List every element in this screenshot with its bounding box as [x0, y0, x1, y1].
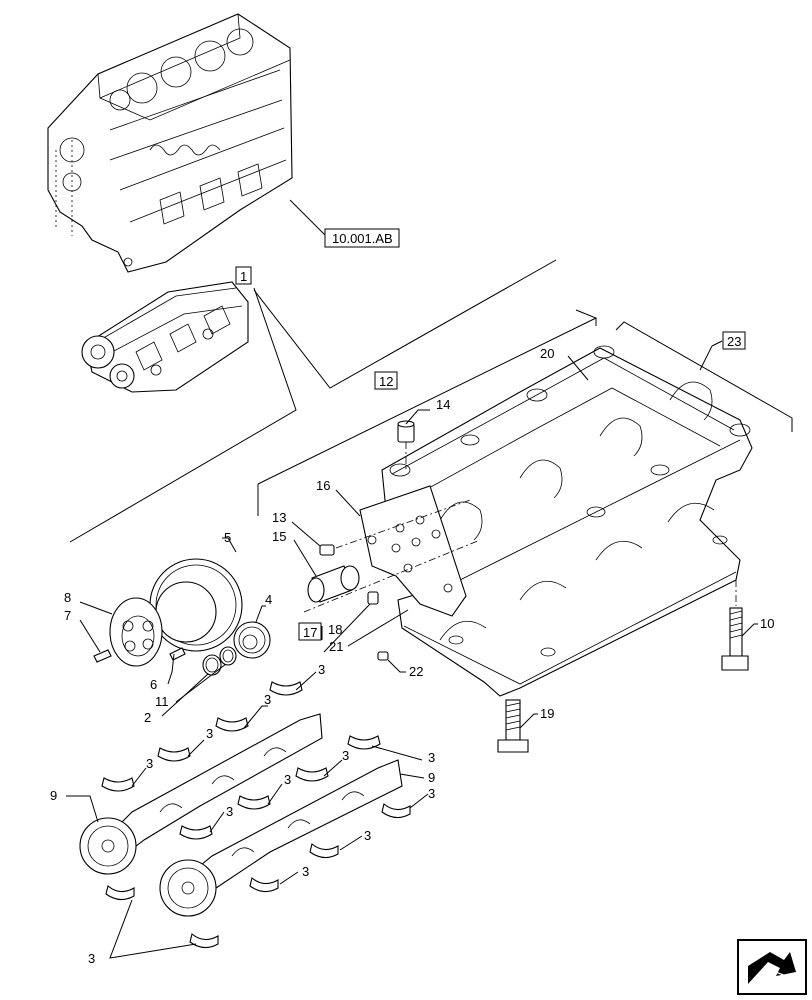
part-label-14: 14: [436, 397, 450, 412]
screw-7-illustration: [93, 649, 112, 663]
part-label-3-l: 3: [88, 951, 95, 966]
assembly-box-12: [374, 371, 398, 390]
part-label-3-k: 3: [302, 864, 309, 879]
part-label-3-b: 3: [264, 692, 271, 707]
part-label-19: 19: [540, 706, 554, 721]
part-label-8: 8: [64, 590, 71, 605]
assembly-label-1: 1: [240, 269, 247, 284]
part-label-3-i: 3: [428, 786, 435, 801]
part-label-3-e: 3: [428, 750, 435, 765]
part-label-9-b: 9: [428, 770, 435, 785]
dowel-pin-14-illustration: [397, 420, 415, 443]
part-label-3-c: 3: [206, 726, 213, 741]
camshaft-upper-illustration: [79, 713, 323, 875]
gasket-plate-illustration: [359, 485, 467, 617]
assembly-box-17: [298, 622, 322, 641]
part-label-7: 7: [64, 608, 71, 623]
part-label-3-g: 3: [284, 772, 291, 787]
part-label-9-a: 9: [50, 788, 57, 803]
next-page-arrow-icon[interactable]: [737, 939, 807, 995]
o-ring-2-illustration: [202, 654, 222, 676]
part-label-3-f: 3: [342, 748, 349, 763]
part-label-21: 21: [329, 639, 343, 654]
pin-18-illustration: [367, 591, 379, 605]
o-ring-11-illustration: [219, 646, 237, 666]
bushing-15-illustration: [307, 565, 360, 603]
part-label-13: 13: [272, 510, 286, 525]
part-label-3-j: 3: [364, 828, 371, 843]
part-label-5: 5: [224, 530, 231, 545]
part-label-3-d: 3: [146, 756, 153, 771]
sleeve-13-illustration: [319, 544, 335, 556]
assembly-label-12: 12: [379, 374, 393, 389]
part-label-16: 16: [316, 478, 330, 493]
part-label-3-h: 3: [226, 804, 233, 819]
bolt-10-illustration: [721, 607, 749, 671]
dowel-22-illustration: [377, 651, 389, 661]
part-label-11: 11: [155, 694, 169, 709]
hub-8-illustration: [109, 597, 163, 667]
part-label-20: 20: [540, 346, 554, 361]
large-gear-5-illustration: [149, 558, 243, 652]
camshaft-lower-illustration: [159, 759, 403, 917]
part-label-22: 22: [409, 664, 423, 679]
part-label-18: 18: [328, 622, 342, 637]
bolt-19-illustration: [497, 699, 529, 753]
engine-block-illustration: [47, 13, 293, 273]
screw-6-illustration: [169, 647, 186, 661]
reference-box-engine-block: [324, 228, 400, 248]
bearing-shell-group: [101, 681, 411, 949]
assembly-label-17: 17: [303, 625, 317, 640]
part-label-10: 10: [760, 616, 774, 631]
assembly-box-23: [722, 331, 746, 350]
part-label-6: 6: [150, 677, 157, 692]
oil-pump-assembly-illustration: [81, 281, 249, 393]
assembly-box-1: [235, 266, 252, 285]
small-gear-4-illustration: [233, 621, 271, 659]
assembly-label-23: 23: [727, 334, 741, 349]
reference-label-engine-block: 10.001.AB: [332, 231, 393, 246]
part-label-15: 15: [272, 529, 286, 544]
part-label-3-a: 3: [318, 662, 325, 677]
part-label-4: 4: [265, 592, 272, 607]
part-label-2: 2: [144, 710, 151, 725]
